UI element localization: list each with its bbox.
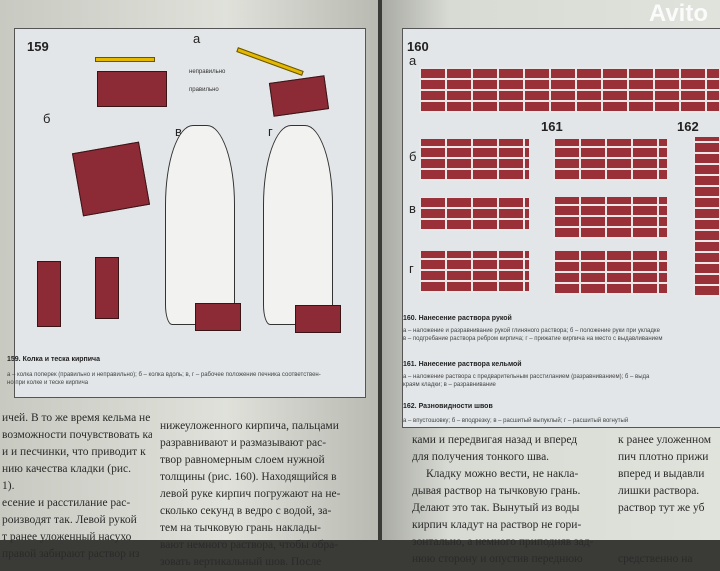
hammer	[95, 57, 155, 62]
text-line: тем на тычковую грань наклады-	[160, 522, 321, 534]
label-g: г	[409, 261, 414, 276]
text-line: т ранее уложенный насухо	[2, 531, 132, 543]
label-b: б	[43, 111, 51, 126]
text-line: средственно на	[618, 553, 693, 565]
caption-line: но при колке и теске кирпича	[7, 380, 89, 386]
caption-line: краям кладки; в – разравнивание	[403, 382, 496, 388]
text-line: толщины (рис. 160). Находящийся в	[160, 471, 337, 483]
caption-160-title: 160. Нанесение раствора рукой	[403, 315, 512, 322]
brick-wall	[419, 251, 529, 293]
brick	[71, 141, 151, 217]
text-line: есение и расстилание рас-	[2, 497, 131, 509]
caption-160-text: а – наложение и разравнивание рукой глин…	[403, 327, 662, 343]
hammer	[236, 47, 304, 76]
brick	[37, 261, 61, 327]
brick	[295, 305, 341, 333]
text-line: дывая раствор на тычковую грань.	[412, 485, 581, 497]
figure-number-161: 161	[541, 119, 563, 134]
caption-text: а – колка поперек (правильно и неправиль…	[7, 371, 321, 387]
text-line: роизводят так. Левой рукой	[2, 514, 137, 526]
text-line: зонтально, а немного приподняв зад-	[412, 536, 594, 548]
text-line: для получения тонкого шва.	[412, 451, 550, 463]
brick-wall	[419, 67, 719, 113]
caption-line: а – колка поперек (правильно и неправиль…	[7, 372, 321, 378]
label-incorrect: неправильно	[189, 69, 226, 75]
text-line: левой руке кирпич погружают на не-	[160, 488, 341, 500]
text-line: нюю сторону и опустив переднюю	[412, 553, 583, 565]
figure-number: 159	[27, 39, 49, 54]
text-line	[618, 517, 720, 534]
text-column-2: к ранее уложенном пич плотно прижи впере…	[618, 432, 720, 568]
text-line: зовать вертикальный шов. После	[160, 556, 322, 568]
right-page: 160 161 162 а б в г 160. Нанесение раств…	[382, 0, 720, 565]
text-line: нижеуложенного кирпича, пальцами	[160, 420, 339, 432]
text-line: Делают это так. Вынутый из воды	[412, 502, 580, 514]
brick-wall	[553, 139, 667, 181]
label-a: а	[193, 31, 201, 46]
worker-figure	[165, 125, 235, 325]
caption-162-title: 162. Разновидности швов	[403, 403, 493, 410]
caption-line: в – подгребание раствора ребром кирпича;…	[403, 336, 663, 342]
text-line: вперед и выдавли	[618, 468, 705, 480]
text-line: разравнивают и размазывают рас-	[160, 437, 327, 449]
text-line: кирпич кладут на раствор не гори-	[412, 519, 582, 531]
label-correct: правильно	[189, 87, 219, 93]
brick	[97, 71, 167, 107]
figure-number-162: 162	[677, 119, 699, 134]
text-line: ичей. В то же время кельма не	[2, 412, 151, 424]
text-line: возможности почувствовать ка-	[2, 429, 152, 441]
text-line	[618, 534, 720, 551]
caption-161-text: а – наложение раствора с предварительным…	[403, 373, 649, 389]
caption-161-title: 161. Нанесение раствора кельмой	[403, 361, 522, 368]
caption-line: а – наложение и разравнивание рукой глин…	[403, 328, 660, 334]
caption-line: а – наложение раствора с предварительным…	[403, 374, 650, 380]
text-line: нию качества кладки (рис.	[2, 463, 132, 475]
text-column-1: ичей. В то же время кельма не возможност…	[2, 410, 152, 563]
label-v: в	[175, 124, 182, 139]
figure-number-160: 160	[407, 39, 429, 54]
text-line: Кладку можно вести, не накла-	[426, 468, 579, 480]
avito-watermark: Avito	[648, 0, 708, 27]
text-line: лишки раствора.	[618, 485, 700, 497]
text-line: ками и передвигая назад и вперед	[412, 434, 578, 446]
brick-wall	[553, 251, 667, 295]
brick	[268, 75, 330, 117]
left-page: 159 а б в г правильно неправильно 159. К…	[0, 0, 378, 568]
figure-159: 159 а б в г правильно неправильно 159. К…	[7, 28, 366, 398]
worker-figure	[263, 125, 333, 325]
label-a: а	[409, 53, 417, 68]
text-column-1: ками и передвигая назад и вперед для пол…	[412, 432, 610, 568]
text-line: твор равномерным слоем нужной	[160, 454, 325, 466]
text-column-2: нижеуложенного кирпича, пальцами разравн…	[160, 418, 350, 571]
brick-wall	[693, 137, 720, 297]
text-line: правой забирают раствор из	[2, 548, 140, 560]
text-line: сколько секунд в ведро с водой, за-	[160, 505, 332, 517]
brick	[95, 257, 119, 319]
brick	[195, 303, 241, 331]
caption-title: 159. Колка и теска кирпича	[7, 356, 101, 363]
label-v: в	[409, 201, 416, 216]
figures-160-162: 160 161 162 а б в г 160. Нанесение раств…	[402, 28, 720, 428]
text-line: пич плотно прижи	[618, 451, 709, 463]
label-g: г	[268, 124, 273, 139]
brick-wall	[419, 139, 529, 181]
text-line: к ранее уложенном	[618, 434, 712, 446]
caption-162-text: а – впустошовку; б – вподрезку; в – расш…	[403, 418, 629, 424]
text-line: 1).	[2, 480, 15, 492]
brick-wall	[553, 197, 667, 239]
label-b: б	[409, 149, 417, 164]
text-line: и и песчинки, что приводит к	[2, 446, 146, 458]
text-line: раствор тут же уб	[618, 502, 705, 514]
brick-wall	[419, 197, 529, 231]
